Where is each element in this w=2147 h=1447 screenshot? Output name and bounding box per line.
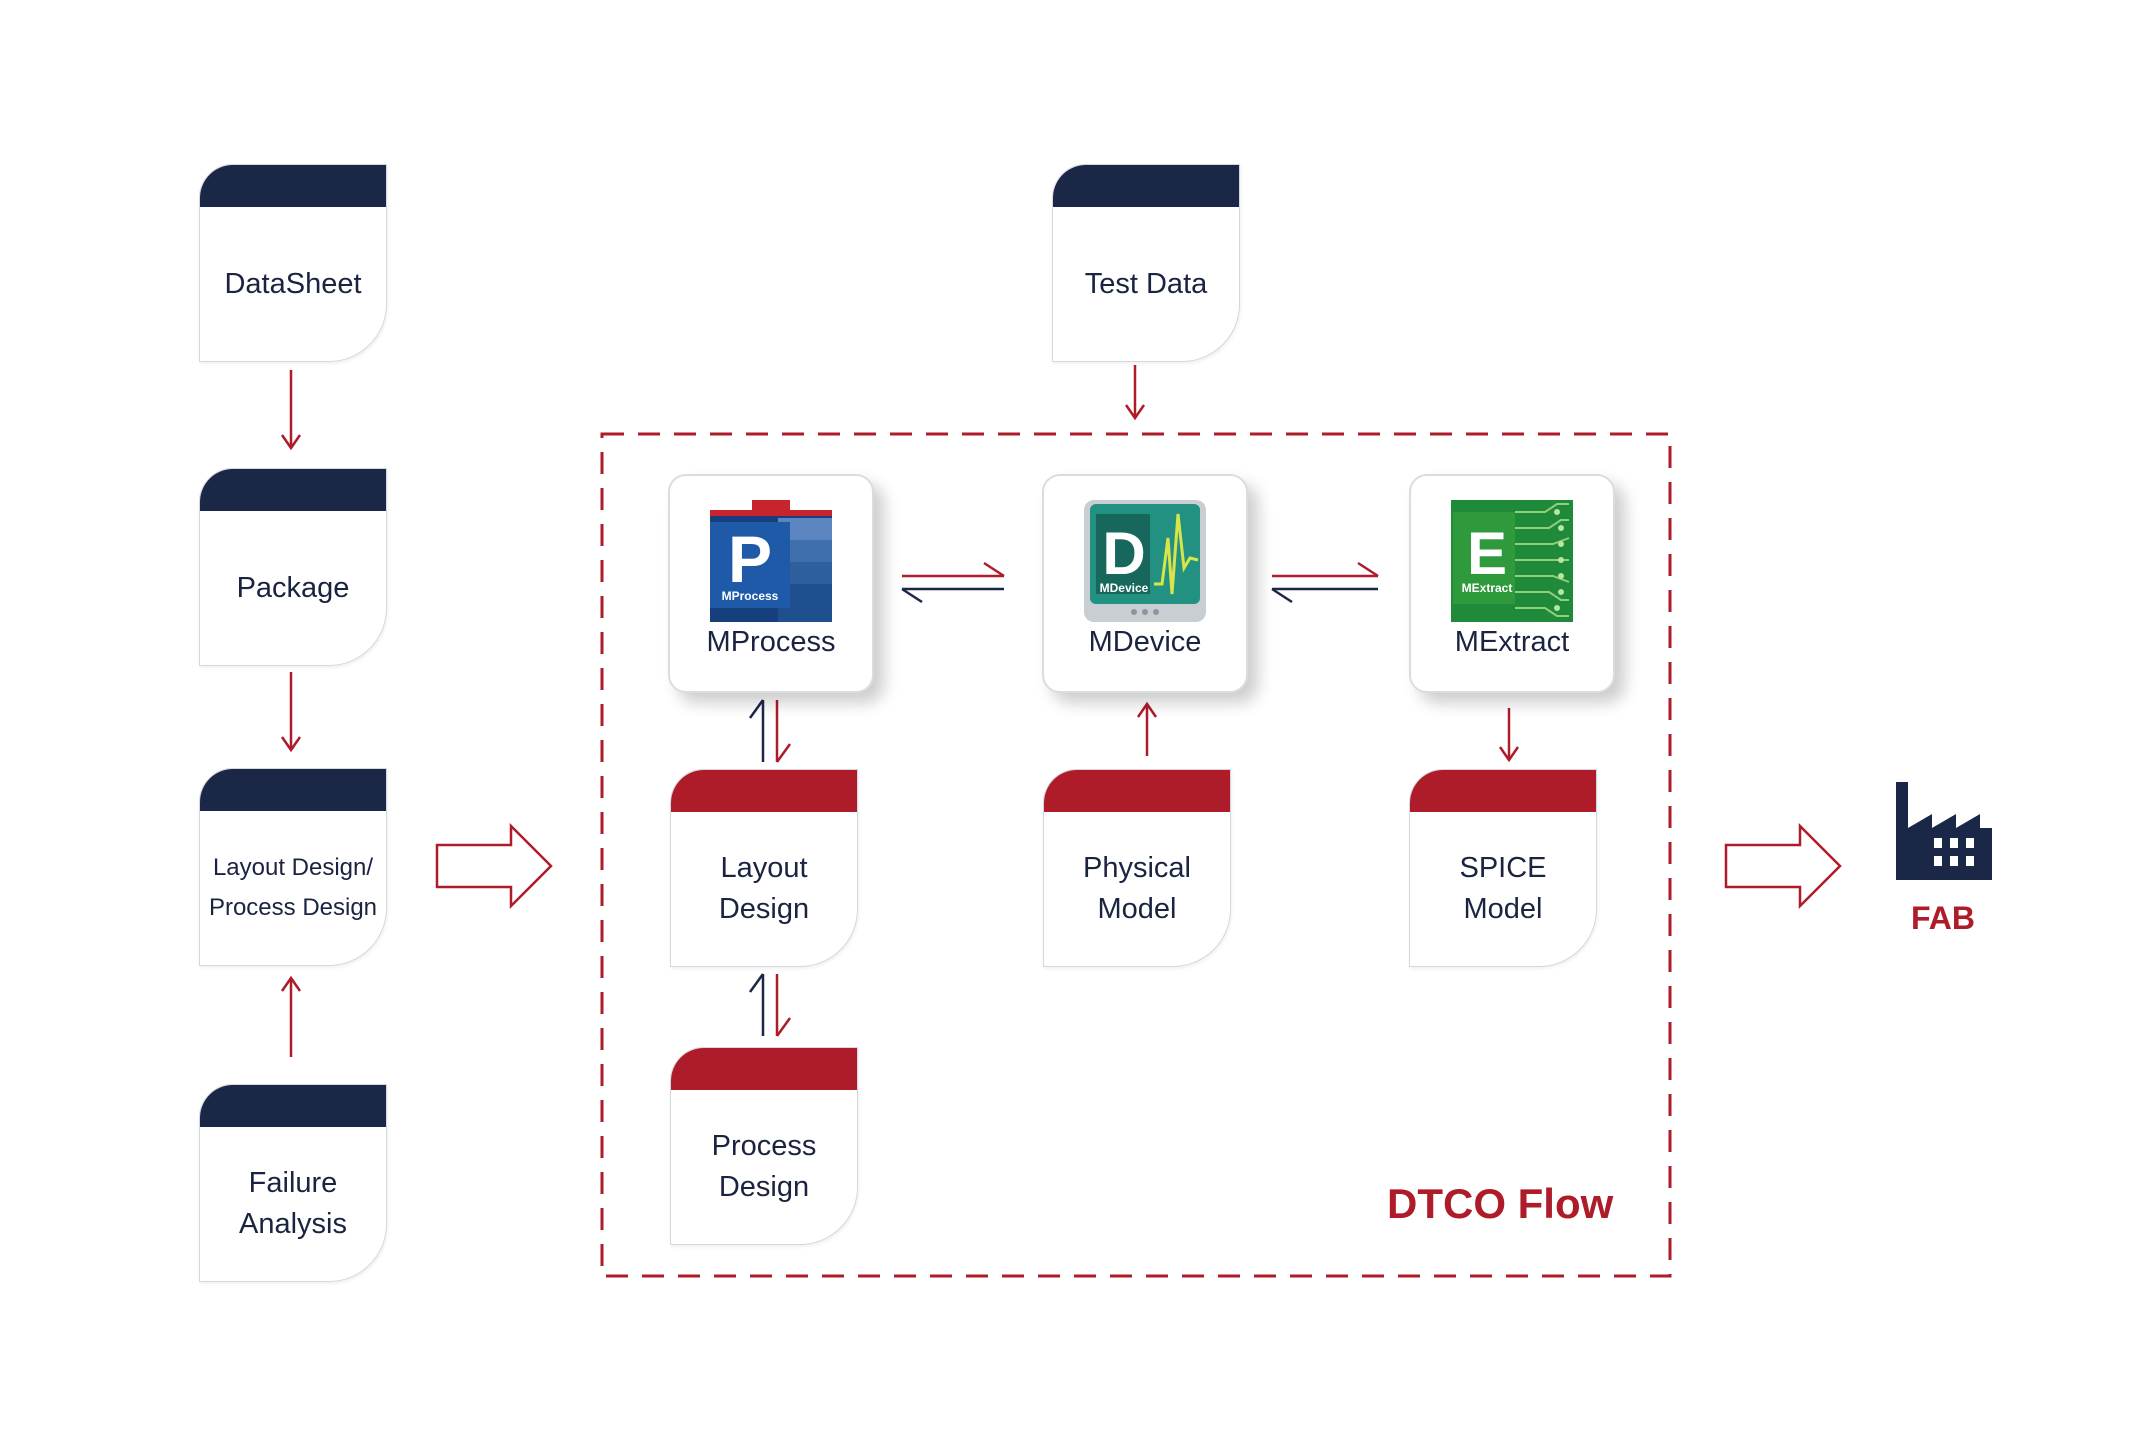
datasheet-label: DataSheet	[224, 267, 362, 300]
process-line1: Process	[711, 1130, 817, 1162]
arrow-physical-mdevice	[1136, 701, 1158, 756]
mprocess-tile: P MProcess MProcess	[668, 474, 874, 693]
process-line2: Design	[718, 1171, 810, 1203]
mextract-name: MExtract	[1454, 626, 1570, 658]
layout-line2: Design	[718, 893, 810, 925]
physical-line2: Model	[1097, 893, 1177, 925]
mprocess-logo-caption: MProcess	[722, 589, 779, 603]
mextract-logo-icon: E MExtract	[1451, 500, 1573, 622]
card-header-band	[1044, 770, 1230, 812]
spice-line1: SPICE	[1459, 852, 1547, 884]
datasheet-card: DataSheet	[199, 164, 387, 362]
harpoon-layout-process	[748, 973, 792, 1037]
failure-line2: Analysis	[239, 1208, 347, 1240]
big-arrow-into-dtco	[435, 822, 553, 910]
big-arrow-to-fab	[1724, 822, 1842, 910]
harpoon-mprocess-layout	[748, 699, 792, 763]
layout-design-card: Layout Design	[670, 769, 858, 967]
layout-line1: Layout	[720, 852, 808, 884]
mdevice-tile: D MDevice MDevice	[1042, 474, 1248, 693]
mdevice-name: MDevice	[1088, 626, 1202, 658]
process-design-card: Process Design	[670, 1047, 858, 1245]
arrow-testdata-dtco	[1124, 365, 1146, 421]
card-header-band	[200, 469, 386, 511]
physical-line1: Physical	[1083, 852, 1191, 884]
mdevice-logo-icon: D MDevice	[1084, 500, 1206, 622]
card-header-band	[671, 1048, 857, 1090]
package-card: Package	[199, 468, 387, 666]
fab-label: FAB	[1911, 900, 1975, 936]
spice-line2: Model	[1463, 893, 1543, 925]
mprocess-logo-letter: P	[728, 522, 772, 596]
arrow-mextract-spice	[1498, 708, 1520, 763]
card-header-band	[200, 165, 386, 207]
card-header-band	[1410, 770, 1596, 812]
dtco-flow-label: DTCO Flow	[1387, 1180, 1614, 1227]
mdevice-logo-letter: D	[1102, 520, 1145, 587]
design-input-line2: Process Design	[208, 894, 378, 921]
test-data-card: Test Data	[1052, 164, 1240, 362]
factory-icon	[1896, 782, 1992, 880]
failure-analysis-card: Failure Analysis	[199, 1084, 387, 1282]
harpoon-mdevice-mextract	[1271, 561, 1379, 604]
layout-process-design-input-card: Layout Design/ Process Design	[199, 768, 387, 966]
card-header-band	[671, 770, 857, 812]
arrow-failure-design	[280, 975, 302, 1057]
mprocess-logo-icon: P MProcess	[710, 500, 832, 622]
arrow-package-design	[280, 672, 302, 753]
mextract-logo-caption: MExtract	[1462, 581, 1513, 595]
card-header-band	[200, 1085, 386, 1127]
mdevice-logo-caption: MDevice	[1100, 581, 1149, 595]
failure-line1: Failure	[248, 1167, 338, 1199]
dtco-frame	[600, 432, 1672, 1278]
harpoon-mprocess-mdevice	[901, 561, 1005, 604]
arrow-datasheet-package	[280, 370, 302, 451]
card-header-band	[200, 769, 386, 811]
mextract-tile: E MExtract MExtract	[1409, 474, 1615, 693]
card-header-band	[1053, 165, 1239, 207]
package-label: Package	[236, 571, 350, 604]
mprocess-name: MProcess	[706, 626, 836, 658]
physical-model-card: Physical Model	[1043, 769, 1231, 967]
design-input-line1: Layout Design/	[212, 854, 374, 881]
test-data-label: Test Data	[1084, 267, 1208, 300]
mextract-logo-letter: E	[1467, 520, 1507, 587]
spice-model-card: SPICE Model	[1409, 769, 1597, 967]
